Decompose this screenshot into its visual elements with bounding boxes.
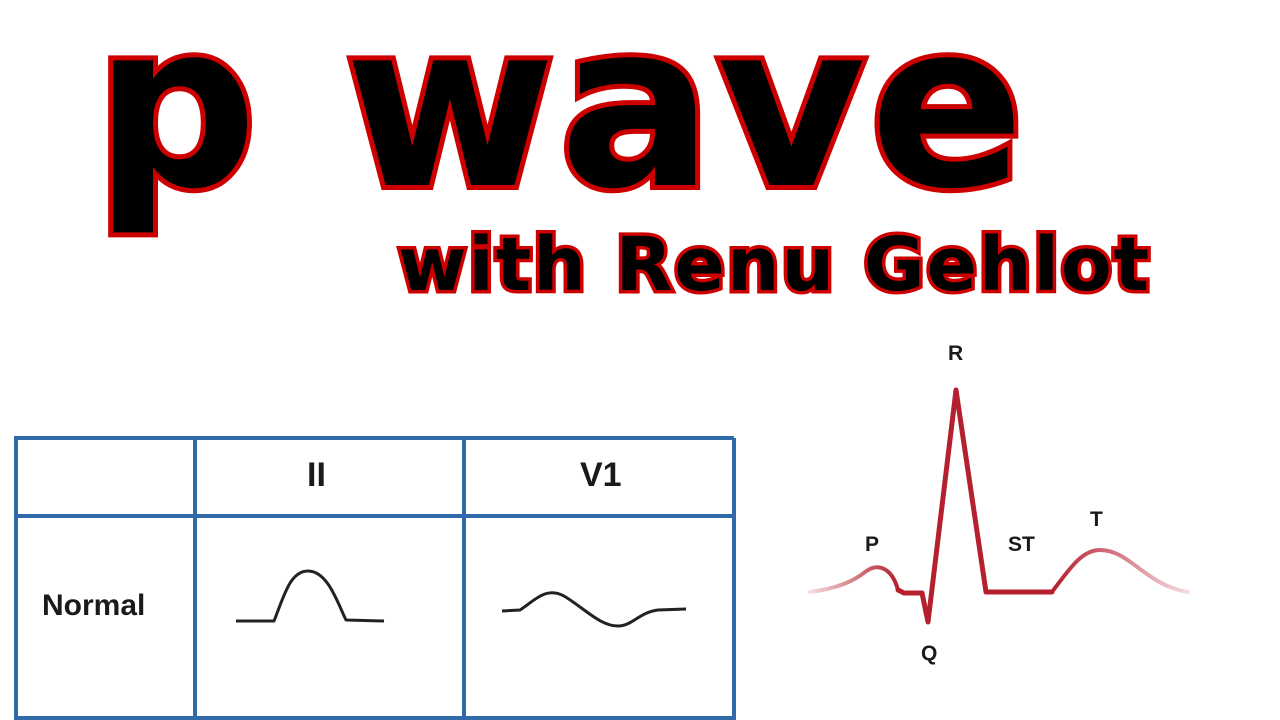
row-label-normal: Normal [42,589,146,622]
column-header-v1: V1 [580,456,622,494]
t-wave-segment [1050,547,1190,594]
label-t: T [1090,508,1103,531]
p-wave-table: II V1 Normal [12,436,736,720]
label-st: ST [1008,533,1035,556]
lead-v1-p-wave-trace [501,591,687,628]
table-grid [14,436,736,720]
qrs-complex-segment [895,387,1055,625]
ecg-trace [808,387,1190,625]
p-wave-segment [808,565,900,594]
label-q: Q [921,642,938,665]
ecg-pqrst-diagram: R P Q ST T [800,330,1200,680]
label-r: R [948,342,964,365]
lead-ii-p-wave-trace [236,569,385,623]
subtitle-presenter: with Renu Gehlot [394,222,1152,308]
column-header-ii: II [307,456,326,494]
label-p: P [865,533,880,556]
title-p-wave: p wave [89,0,1029,239]
